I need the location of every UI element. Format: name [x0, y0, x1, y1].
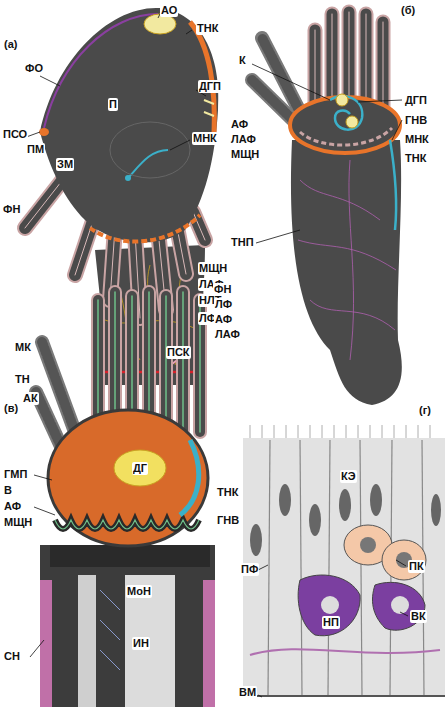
- callout-label: АФ: [214, 313, 233, 326]
- callout-label: НП: [322, 616, 340, 629]
- panel-b-drawing: [252, 12, 402, 405]
- callout-label: ДГ: [132, 462, 148, 475]
- callout-label: ГНВ: [216, 514, 240, 527]
- callout-label: ПФ: [240, 563, 259, 576]
- callout-label: МЩН: [3, 516, 33, 529]
- callout-label: ЗМ: [56, 158, 74, 171]
- callout-label: (а): [3, 38, 18, 51]
- callout-label: ЛАФ: [230, 133, 257, 146]
- panel-d-drawing: [243, 425, 445, 697]
- callout-label: ФН: [2, 203, 21, 216]
- callout-label: КЭ: [340, 470, 357, 483]
- callout-label: ТН: [14, 373, 31, 386]
- callout-label: ПМ: [26, 143, 45, 156]
- callout-label: МоН: [126, 585, 152, 598]
- callout-label: МНК: [192, 132, 218, 145]
- callout-label: ПСО: [2, 128, 28, 141]
- callout-label: АФ: [230, 118, 249, 131]
- callout-label: СН: [3, 650, 21, 663]
- callout-label: ПК: [408, 560, 425, 573]
- callout-label: МЩН: [198, 262, 228, 275]
- callout-label: ЛАФ: [214, 328, 241, 341]
- callout-label: ТНК: [196, 22, 219, 35]
- panel-c-drawing: [36, 292, 215, 707]
- leader-lines: [18, 14, 408, 697]
- callout-label: АФ: [3, 500, 22, 513]
- callout-label: (в): [3, 402, 19, 415]
- callout-label: ЛФ: [214, 298, 233, 311]
- callout-label: ФО: [24, 62, 44, 75]
- callout-label: ТНК: [404, 152, 427, 165]
- callout-label: ГМП: [3, 468, 28, 481]
- callout-label: АК: [22, 392, 39, 405]
- callout-label: К: [238, 54, 247, 67]
- callout-label: ТНК: [216, 486, 239, 499]
- callout-label: ПСК: [166, 346, 191, 359]
- callout-label: МНК: [404, 133, 430, 146]
- callout-label: ВК: [410, 610, 427, 623]
- callout-label: ТНП: [230, 236, 255, 249]
- callout-label: (б): [400, 4, 416, 17]
- callout-label: В: [3, 484, 13, 497]
- callout-label: П: [108, 98, 118, 111]
- callout-label: ВМ: [238, 686, 257, 699]
- callout-label: ДГП: [404, 94, 428, 107]
- callout-label: МЩН: [230, 148, 260, 161]
- callout-label: МК: [14, 341, 32, 354]
- callout-label: (г): [418, 404, 432, 417]
- callout-label: ДГП: [198, 80, 222, 93]
- callout-label: АО: [160, 4, 178, 17]
- callout-label: ФН: [213, 283, 232, 296]
- callout-label: ГНВ: [404, 114, 428, 127]
- callout-label: ИН: [132, 637, 150, 650]
